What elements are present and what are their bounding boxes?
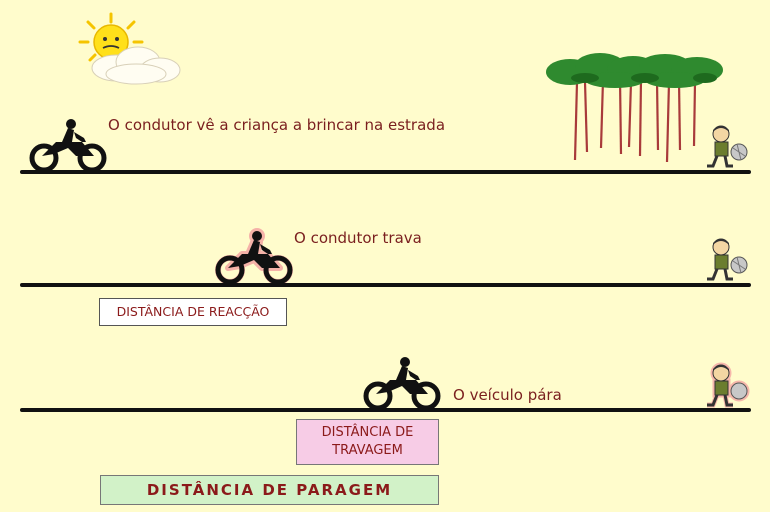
road-row1: [20, 170, 751, 174]
motorcycle-braking-icon: [215, 228, 293, 285]
trees-icon: [546, 53, 723, 163]
cloud-icon: [91, 46, 181, 85]
braking-distance-line2: TRAVAGEM: [332, 443, 403, 458]
motorcycle-icon: [363, 357, 441, 411]
child-icon: [707, 238, 748, 281]
caption-driver-brakes: O condutor trava: [294, 229, 422, 247]
sun-icon: [78, 12, 144, 62]
child-icon: [707, 125, 748, 168]
motorcycle-icon: [29, 119, 107, 173]
child-highlighted-icon: [707, 362, 750, 408]
stopping-distance-label: DISTÂNCIA DE PARAGEM: [100, 475, 439, 505]
road-row2: [20, 283, 751, 287]
caption-vehicle-stops: O veículo pára: [453, 386, 562, 404]
caption-driver-sees-child: O condutor vê a criança a brincar na est…: [108, 116, 446, 134]
sun-cloud-scene: [78, 12, 181, 85]
road-row3: [20, 408, 751, 412]
braking-distance-label: DISTÂNCIA DE TRAVAGEM: [296, 419, 439, 465]
reaction-distance-label: DISTÂNCIA DE REACÇÃO: [99, 298, 287, 326]
braking-distance-line1: DISTÂNCIA DE: [321, 425, 414, 440]
